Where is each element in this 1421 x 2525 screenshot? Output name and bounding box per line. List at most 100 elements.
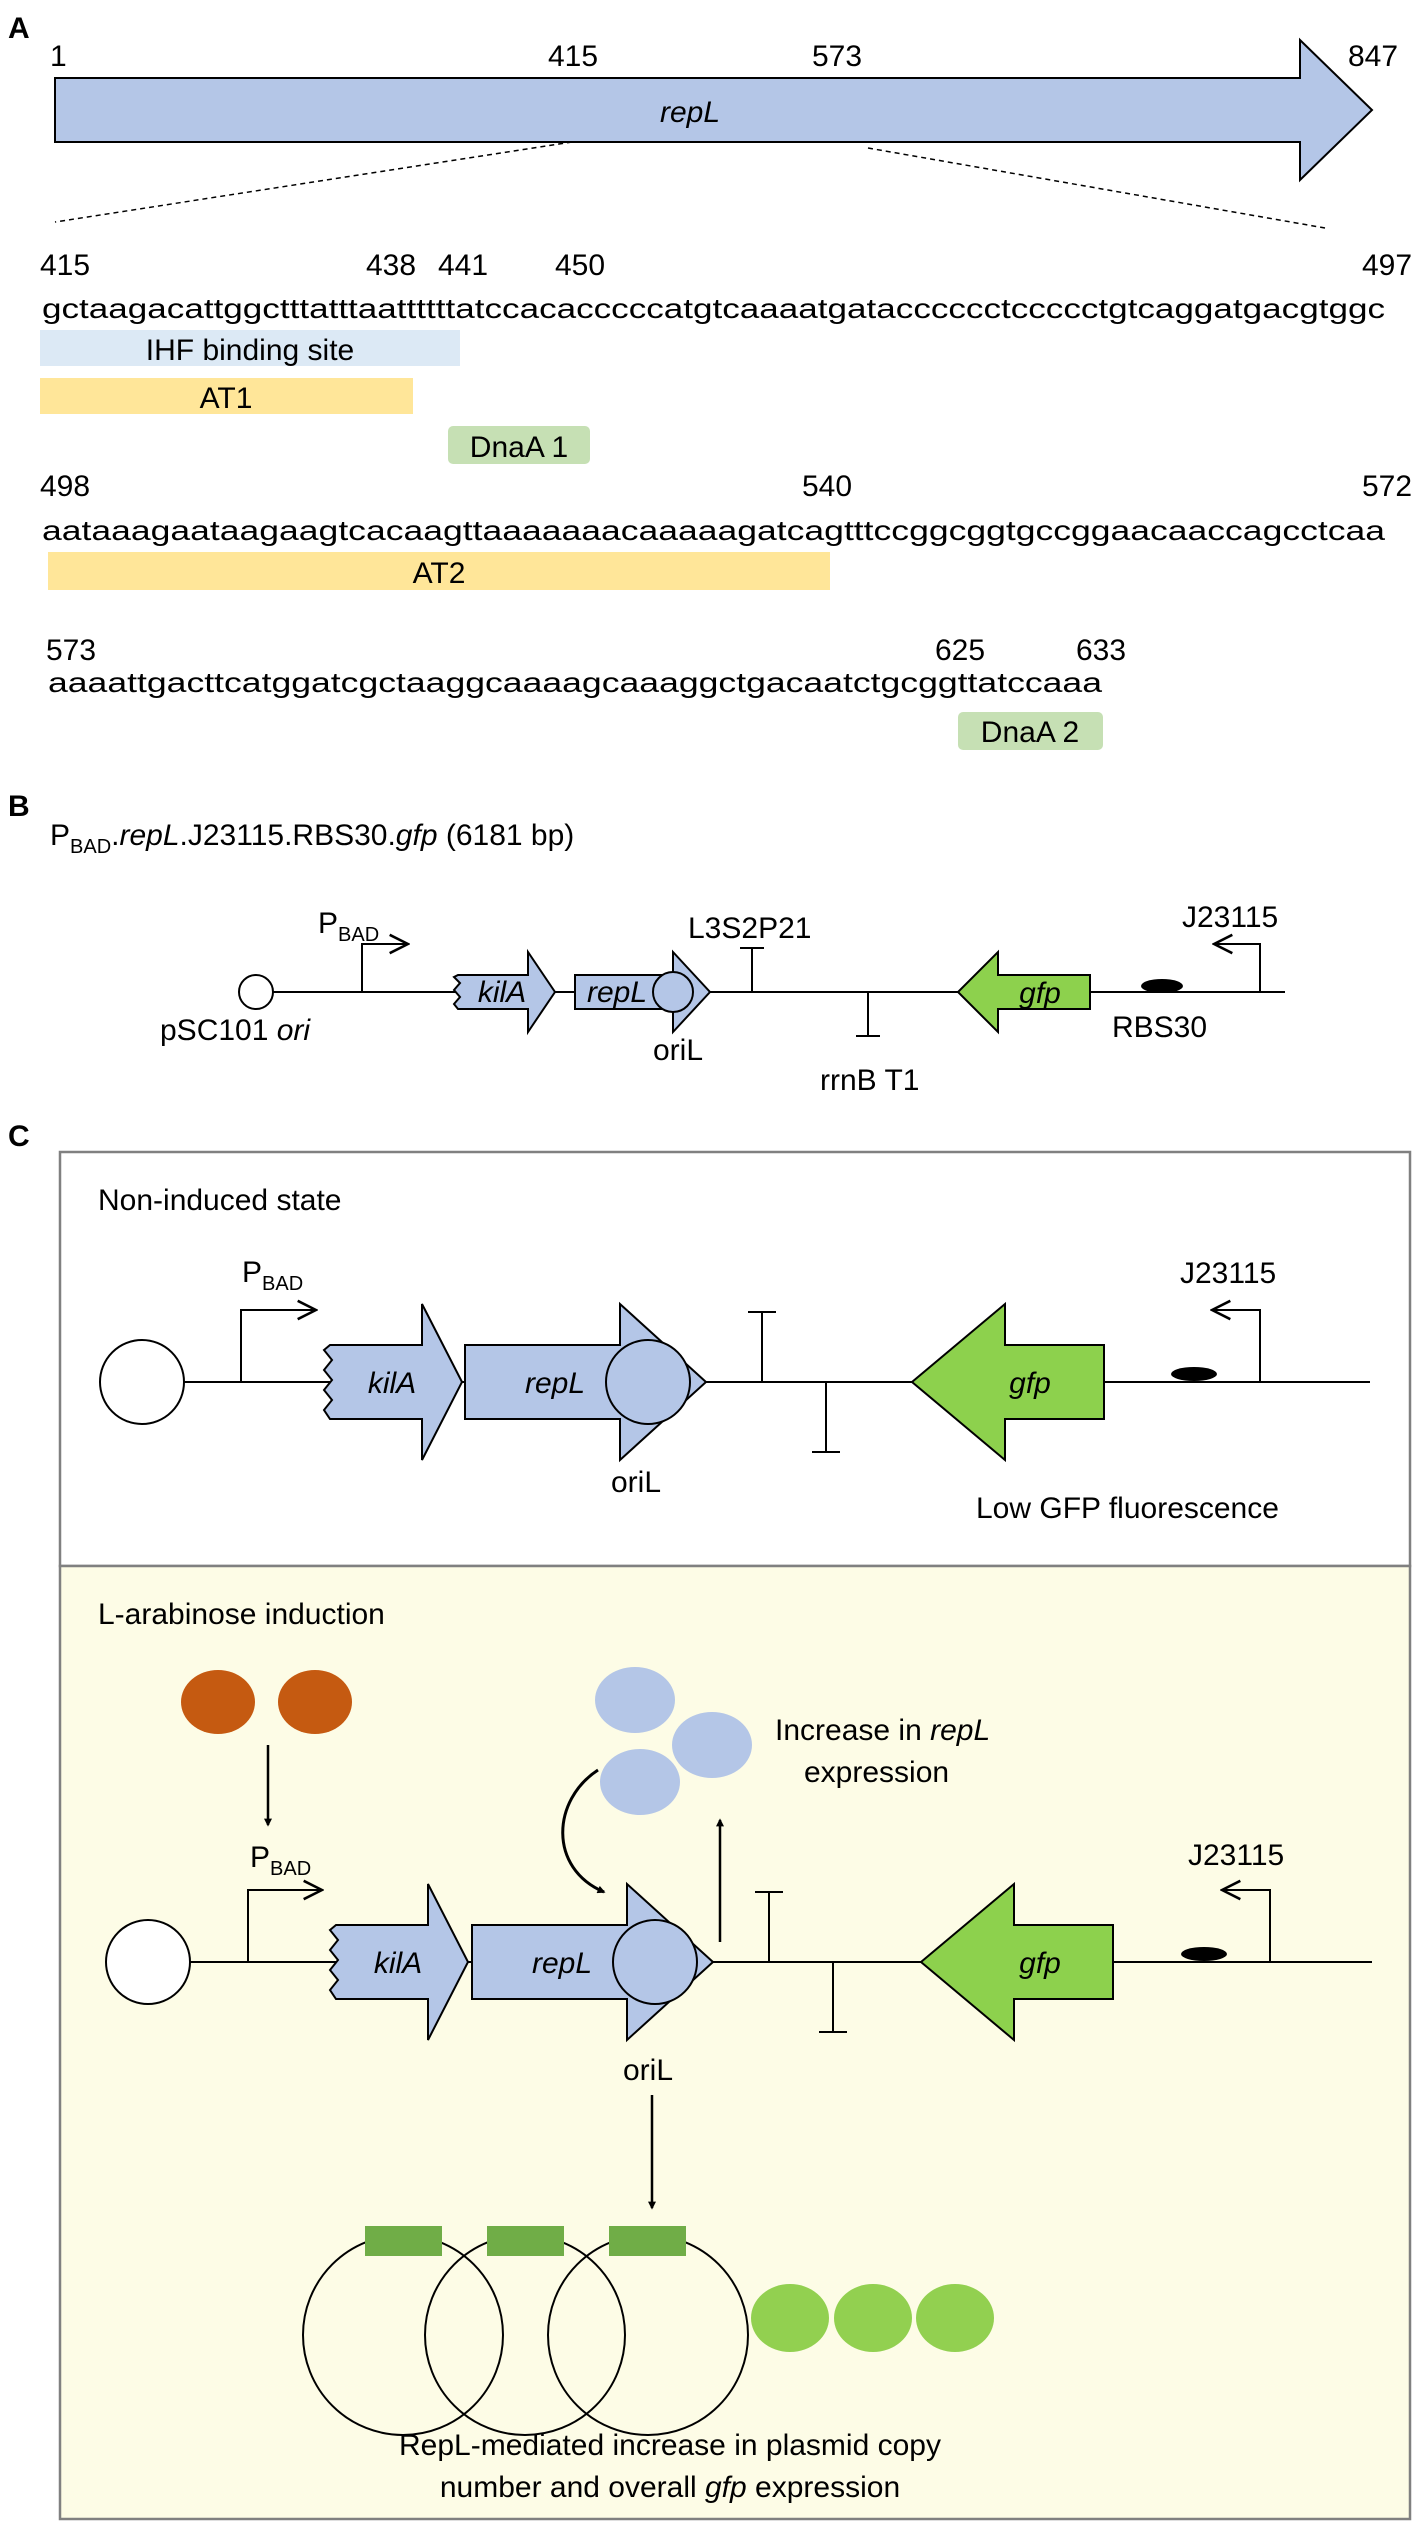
low-gfp-label: Low GFP fluorescence	[976, 1492, 1279, 1525]
repl-label-b: repL	[587, 976, 647, 1009]
repl-protein-2	[672, 1712, 752, 1778]
sequence-text-3: aaaattgacttcatggatcgctaaggcaaaagcaaaggct…	[48, 667, 1103, 698]
gfp-label-c2: gfp	[1019, 1947, 1061, 1980]
panel-b-label: B	[8, 790, 30, 823]
oril-circle-c1	[605, 1339, 691, 1425]
psc101-ori-italic: ori	[277, 1014, 312, 1047]
at1-label: AT1	[200, 382, 253, 415]
gfp-gene-arrow-b	[956, 949, 1091, 1035]
construct-title-gfp: gfp	[396, 819, 438, 852]
gfp-protein-3	[916, 2284, 994, 2352]
position-573: 573	[812, 40, 862, 73]
gfp-gene-arrow-c1	[910, 1301, 1105, 1463]
result-text-line2: number and overall gfp expression	[440, 2471, 900, 2504]
construct-title-repl: repL	[119, 819, 179, 852]
non-induced-panel: Non-induced state PBAD kilA repL oriL gf…	[58, 1150, 1412, 1568]
oril-circle-c2	[612, 1919, 698, 2005]
terminator-2-c2	[819, 1962, 847, 2033]
terminator-1-c1	[748, 1311, 776, 1382]
construct-title: PBAD.repL.J23115.RBS30.gfp (6181 bp)	[50, 819, 574, 858]
zoom-line-left	[54, 141, 573, 223]
panel-c-label: C	[8, 1120, 30, 1153]
pbad-p-c1: P	[242, 1256, 262, 1289]
construct-title-p: P	[50, 819, 70, 852]
induced-panel: L-arabinose induction PBAD kilA repL ori…	[58, 1564, 1412, 2521]
dnaa1-label: DnaA 1	[470, 431, 568, 464]
result-text-line1: RepL-mediated increase in plasmid copy	[399, 2429, 941, 2462]
position-415: 415	[548, 40, 598, 73]
repl-gene-map: repL 1 415 573 847	[50, 37, 1398, 229]
seq-pos-625: 625	[935, 634, 985, 667]
pbad-sub: BAD	[338, 924, 379, 946]
j23115-label-b: J23115	[1182, 901, 1278, 934]
at2-box	[48, 552, 830, 590]
construct-map: pSC101 ori PBAD kilA repL oriL L3S2P21 r…	[160, 901, 1285, 1097]
repl-protein-1	[595, 1667, 675, 1733]
kila-gene-arrow-c1	[322, 1303, 464, 1461]
seq-pos-450: 450	[555, 249, 605, 282]
result-text-2a: number and overall	[440, 2471, 705, 2504]
dnaa1-box	[448, 426, 590, 464]
ori-circle-c2	[105, 1919, 191, 2005]
result-text-2b: expression	[747, 2471, 900, 2504]
terminator-2-c1	[812, 1382, 840, 1453]
pbad-label-c1: PBAD	[242, 1256, 303, 1295]
ori-circle-c1	[99, 1339, 185, 1425]
pbad-label-c2: PBAD	[250, 1841, 311, 1880]
kila-label-c1: kilA	[368, 1367, 416, 1400]
sequence-text-1: gctaagacattggctttatttaattttttatccacacccc…	[42, 293, 1385, 324]
position-847: 847	[1348, 40, 1398, 73]
oril-label-c1: oriL	[611, 1466, 661, 1499]
repl-protein-3	[600, 1749, 680, 1815]
repl-gene-label: repL	[660, 96, 720, 129]
pbad-sub-c1: BAD	[262, 1273, 303, 1295]
plasmid-marker-3	[609, 2226, 686, 2256]
rbs30-marker	[1141, 979, 1183, 993]
non-induced-title: Non-induced state	[98, 1184, 342, 1217]
rbs-marker-c2	[1181, 1947, 1227, 1961]
dnaa2-box	[958, 712, 1103, 750]
construct-title-bad: BAD	[70, 836, 111, 858]
repl-gene-arrow	[54, 37, 1374, 183]
seq-pos-572: 572	[1362, 470, 1412, 503]
sequence-text-2: aataaagaataagaagtcacaagttaaaaaaacaaaaaga…	[42, 515, 1386, 546]
plasmid-marker-2	[487, 2226, 564, 2256]
panel-a-label: A	[8, 12, 30, 45]
induced-box	[58, 1564, 1412, 2521]
pbad-p-c2: P	[250, 1841, 270, 1874]
induced-title: L-arabinose induction	[98, 1598, 385, 1631]
repl-label-c1: repL	[525, 1367, 585, 1400]
terminator-rrnb-t1-label: rrnB T1	[820, 1064, 919, 1097]
construct-title-mid: .J23115.RBS30.	[180, 819, 396, 852]
seq-pos-497: 497	[1362, 249, 1412, 282]
pbad-p: P	[318, 907, 338, 940]
zoom-line-right	[867, 147, 1326, 229]
gfp-protein-2	[834, 2284, 912, 2352]
j23115-label-c2: J23115	[1188, 1839, 1284, 1872]
pbad-sub-c2: BAD	[270, 1858, 311, 1880]
gfp-protein-1	[751, 2284, 829, 2352]
psc101-ori-label: pSC101 ori	[160, 1014, 311, 1047]
psc101-ori-circle	[238, 974, 274, 1010]
increase-text-line1: Increase in repL	[775, 1714, 990, 1747]
j23115-promoter-arrow-c2	[1222, 1890, 1271, 1962]
oril-circle-b	[652, 971, 694, 1013]
increase-text-line2: expression	[804, 1756, 949, 1789]
pbad-promoter-arrow	[361, 944, 408, 992]
j23115-label-c1: J23115	[1180, 1257, 1276, 1290]
psc101-ori-text: pSC101	[160, 1014, 277, 1047]
sequence-row-1: 415 438 441 450 497 gctaagacattggctttatt…	[40, 249, 1412, 464]
gfp-label-b: gfp	[1019, 977, 1061, 1010]
kila-gene-arrow	[452, 948, 557, 1036]
sequence-row-2: 498 540 572 aataaagaataagaagtcacaagttaaa…	[40, 470, 1412, 590]
gfp-gene-arrow-c2	[919, 1881, 1114, 2043]
seq-pos-573: 573	[46, 634, 96, 667]
seq-pos-540: 540	[802, 470, 852, 503]
oril-label-c2: oriL	[623, 2054, 673, 2087]
terminator-l3s2p21-label: L3S2P21	[688, 912, 811, 945]
terminator-l3s2p21	[740, 947, 764, 992]
at1-box	[40, 378, 413, 414]
ihf-binding-site-label: IHF binding site	[146, 334, 354, 367]
kila-label-c2: kilA	[374, 1947, 422, 1980]
rbs-marker-c1	[1171, 1367, 1217, 1381]
